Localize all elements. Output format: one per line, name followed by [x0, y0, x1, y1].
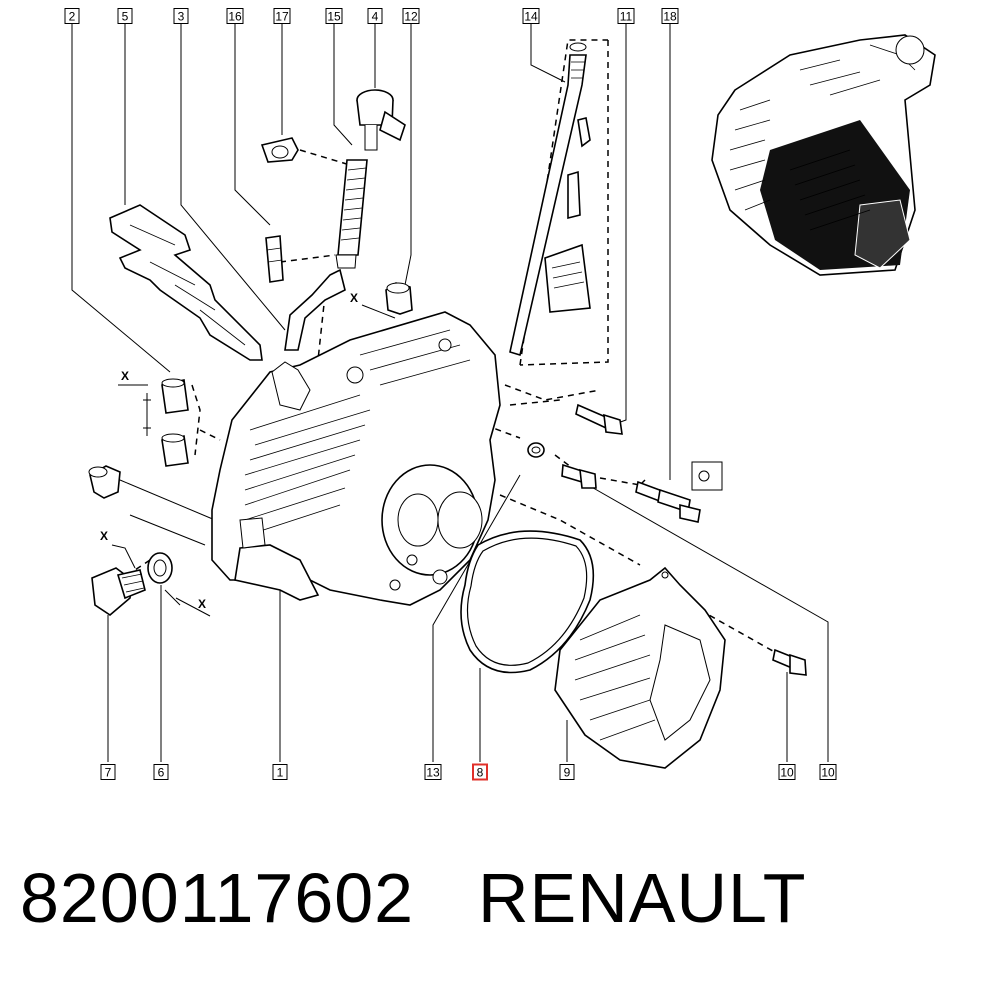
assembly-dash-lines: [134, 39, 781, 656]
callout-bottom-1: 6: [153, 764, 169, 780]
callout-box: [778, 764, 796, 780]
part-16-sensor: [265, 235, 284, 283]
part-5-bracket: [109, 204, 263, 361]
part-1-gearbox-casing: [211, 311, 501, 606]
callout-bottom-0: 7: [100, 764, 116, 780]
part-18-sensor: [635, 461, 723, 523]
callout-box: [617, 8, 635, 24]
callout-label: 8: [477, 766, 484, 780]
callout-label: 11: [620, 10, 633, 24]
part-10-bolt-lower: [772, 648, 807, 676]
part-10-bolt-upper: [561, 463, 597, 489]
part-11-bolt: [575, 403, 623, 435]
callout-label: 13: [426, 766, 440, 780]
part-number: 8200117602: [20, 859, 415, 937]
callout-label: 4: [372, 10, 379, 24]
callout-layer: 2 5 3 16 17 15 4 12 14 11 18 7 6 1 13 8 9 10 10: [64, 8, 837, 781]
callout-box: [273, 8, 291, 24]
callout-box: [64, 8, 80, 24]
part-9-cover: [554, 566, 726, 769]
callout-top-4: 17: [273, 8, 291, 24]
callout-top-9: 11: [617, 8, 635, 24]
part-7-drain-plug: [91, 567, 146, 617]
part-15-hose: [284, 159, 368, 351]
transmission-inset-illustration: [711, 34, 936, 276]
callout-bottom-7: 10: [819, 764, 837, 780]
x-markers: X X X X: [100, 291, 396, 611]
callout-box: [402, 8, 420, 24]
callout-label: 10: [821, 766, 835, 780]
callout-top-8: 14: [522, 8, 540, 24]
callout-label: 5: [122, 10, 129, 24]
part-4-connector: [356, 89, 406, 151]
callout-label: 16: [228, 10, 242, 24]
part-roller: [88, 465, 121, 499]
callout-top-1: 5: [117, 8, 133, 24]
callout-box: [272, 764, 288, 780]
callout-box: [117, 8, 133, 24]
part-17-clip: [260, 137, 299, 163]
callout-bottom-2: 1: [272, 764, 288, 780]
callout-label: 2: [69, 10, 76, 24]
callout-bottom-4: 8: [472, 763, 488, 781]
callout-box: [522, 8, 540, 24]
callout-box: [661, 8, 679, 24]
part-12-bushing: [385, 282, 413, 315]
callout-label: 3: [178, 10, 185, 24]
part-13-small-seal: [527, 442, 545, 458]
part-2-sleeves: [118, 378, 189, 467]
callout-top-10: 18: [661, 8, 679, 24]
callout-bottom-3: 13: [424, 764, 442, 780]
callout-top-7: 12: [402, 8, 420, 24]
x-marker: X: [198, 597, 206, 611]
callout-bottom-5: 9: [559, 764, 575, 780]
callout-label: 10: [780, 766, 794, 780]
callout-top-2: 3: [173, 8, 189, 24]
callout-label: 1: [277, 766, 284, 780]
callout-label: 14: [524, 10, 538, 24]
x-marker: X: [121, 369, 129, 383]
part-8-gasket: [460, 530, 595, 674]
callout-box: [424, 764, 442, 780]
callout-label: 18: [663, 10, 677, 24]
callout-box: [367, 8, 383, 24]
callout-box: [226, 8, 244, 24]
brand-name: RENAULT: [478, 859, 807, 937]
callout-label: 15: [327, 10, 341, 24]
callout-top-0: 2: [64, 8, 80, 24]
callout-label: 6: [158, 766, 165, 780]
part-14-dipstick: [509, 42, 591, 357]
callout-box: [173, 8, 189, 24]
callout-label: 7: [105, 766, 112, 780]
callout-top-3: 16: [226, 8, 244, 24]
callout-top-6: 4: [367, 8, 383, 24]
callout-label: 9: [564, 766, 571, 780]
x-marker: X: [100, 529, 108, 543]
x-marker: X: [350, 291, 358, 305]
callout-box: [559, 764, 575, 780]
callout-box: [100, 764, 116, 780]
leader-lines: [71, 24, 829, 762]
callout-box: [819, 764, 837, 780]
part-6-sealing-washer: [147, 552, 173, 584]
callout-bottom-6: 10: [778, 764, 796, 780]
callout-top-5: 15: [325, 8, 343, 24]
callout-box: [325, 8, 343, 24]
callout-label: 12: [404, 10, 418, 24]
callout-box: [472, 763, 488, 781]
callout-label: 17: [275, 10, 289, 24]
callout-box: [153, 764, 169, 780]
